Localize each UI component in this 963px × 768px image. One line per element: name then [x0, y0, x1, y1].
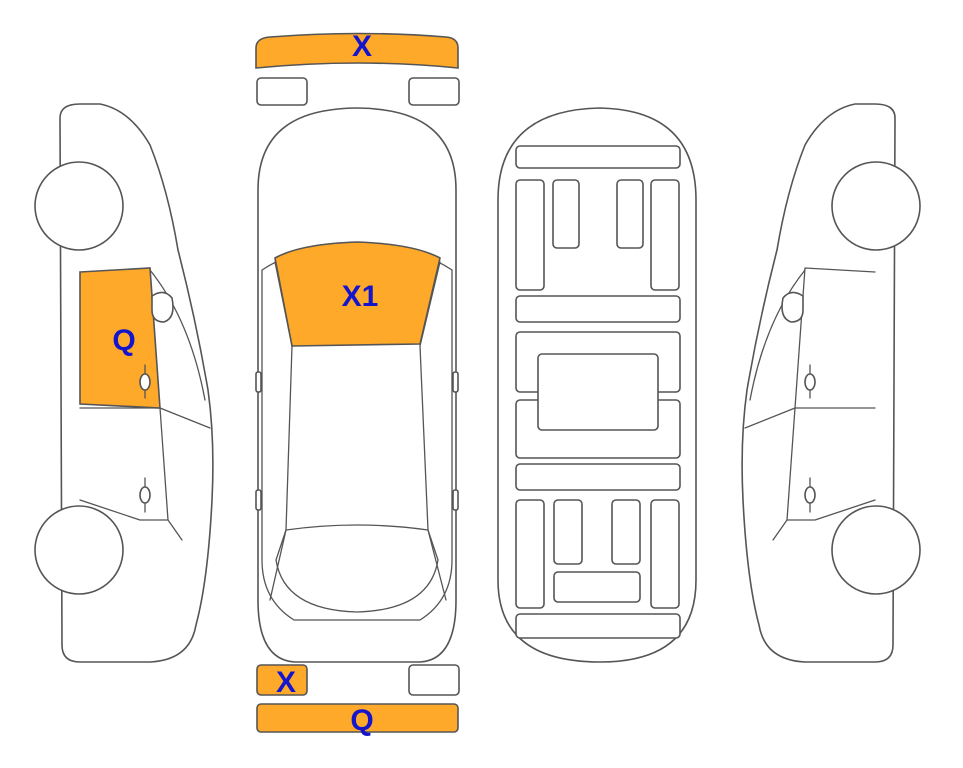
- right-rear-door-handle[interactable]: [804, 477, 816, 513]
- right-roof-line: [749, 269, 806, 401]
- left-front-door-window-label: Q: [112, 324, 135, 357]
- top-left-windows: [269, 261, 293, 601]
- underside-right-front-rail: [650, 179, 680, 291]
- right-front-door-handle[interactable]: [804, 364, 816, 399]
- underside-left-front-block: [552, 179, 580, 249]
- right-front-window[interactable]: [794, 267, 876, 409]
- underside-right-rear-block: [611, 499, 641, 565]
- front-section: X: [255, 30, 460, 106]
- underside-left-rear-block: [553, 499, 583, 565]
- left-rear-wheel[interactable]: [34, 505, 124, 595]
- underside-rear-bar: [515, 613, 681, 639]
- underside-right-front-block: [616, 179, 644, 249]
- top-left-rear-mark: [255, 489, 262, 511]
- left-rear-window-line: [79, 499, 169, 521]
- top-left-mirror[interactable]: [255, 371, 262, 393]
- left-mirror[interactable]: [151, 291, 174, 323]
- left-roof-line: [149, 269, 206, 401]
- right-rear-wheel[interactable]: [831, 505, 921, 595]
- underside-right-rear-rail: [650, 499, 680, 609]
- front-bumper-damaged[interactable]: [255, 32, 459, 69]
- front-bumper-label: X: [352, 30, 372, 63]
- windshield-damaged[interactable]: [274, 241, 441, 347]
- left-front-door-window-damaged[interactable]: [79, 267, 161, 409]
- left-front-wheel[interactable]: [34, 161, 124, 251]
- left-side-view: Q: [34, 103, 214, 663]
- underside-center-panel: [537, 353, 659, 431]
- underside-left-rear-rail: [515, 499, 545, 609]
- right-side-view: [741, 103, 921, 663]
- left-rear-door-handle[interactable]: [139, 477, 151, 513]
- underside-mid-bar-1: [515, 295, 681, 323]
- underside-front-bar: [515, 145, 681, 169]
- rear-right-light[interactable]: [408, 664, 460, 696]
- rear-bumper-damaged[interactable]: [256, 703, 459, 733]
- right-rear-window-line: [786, 499, 876, 521]
- front-left-headlight[interactable]: [256, 77, 308, 106]
- underside-rear-box: [553, 571, 641, 603]
- left-front-door-handle[interactable]: [139, 364, 151, 399]
- top-right-rear-mark: [452, 489, 459, 511]
- rear-section: X Q: [256, 664, 460, 737]
- top-body-outline[interactable]: [257, 107, 457, 663]
- rear-left-light-label: X: [276, 666, 296, 699]
- rear-left-light-damaged[interactable]: [256, 664, 308, 696]
- right-front-wheel[interactable]: [831, 161, 921, 251]
- rear-bumper-label: Q: [350, 704, 373, 737]
- top-right-mirror[interactable]: [452, 371, 459, 393]
- top-rear-window[interactable]: [275, 524, 439, 613]
- underside-left-front-rail: [515, 179, 545, 291]
- right-mirror[interactable]: [781, 291, 804, 323]
- underside-view: [497, 107, 697, 663]
- underside-mid-bar-2: [515, 463, 681, 491]
- top-view: X1: [255, 107, 459, 663]
- windshield-label: X1: [342, 280, 379, 313]
- front-right-headlight[interactable]: [408, 77, 460, 106]
